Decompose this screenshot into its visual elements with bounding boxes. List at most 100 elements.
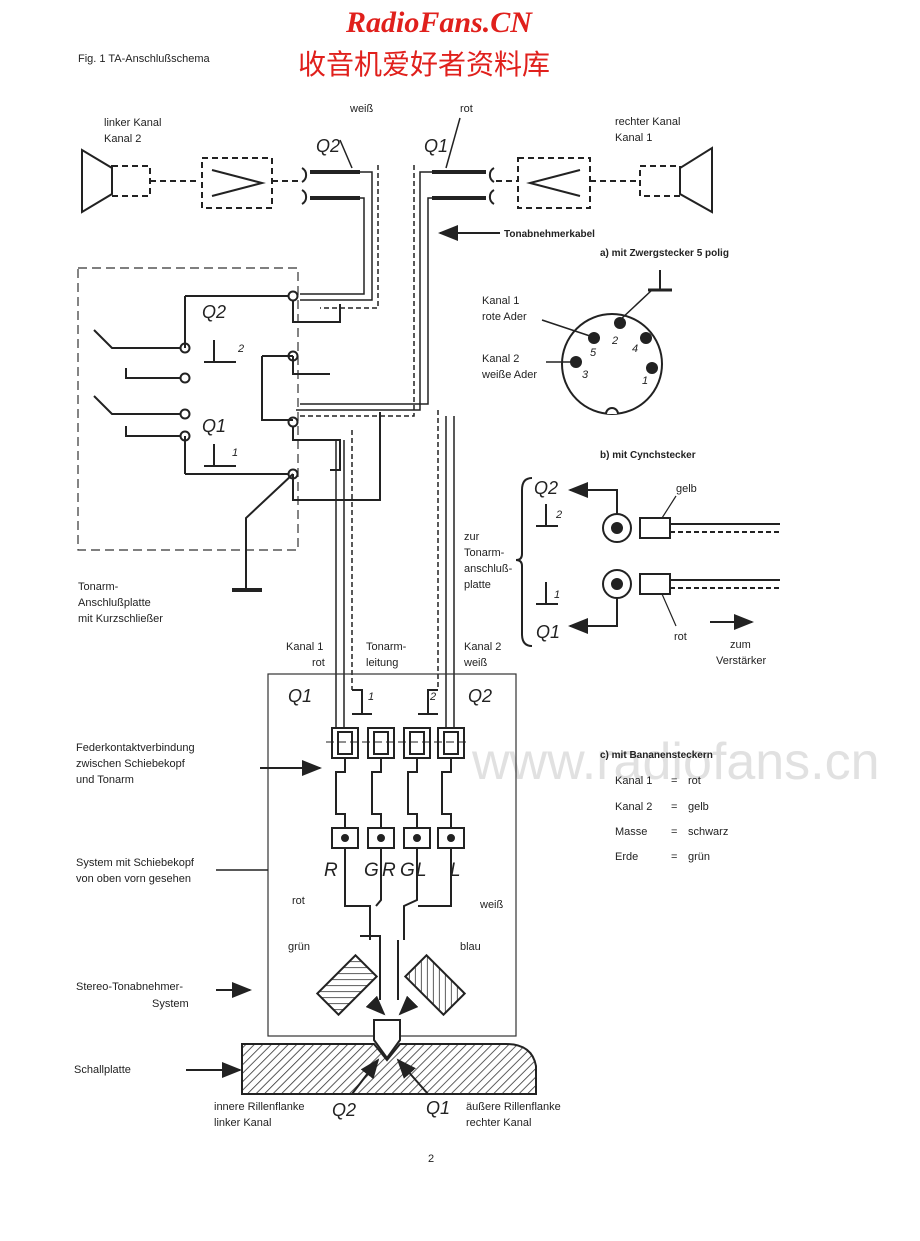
banana-row-color: rot [688, 775, 701, 787]
label-weiss-top: weiß [349, 103, 374, 115]
plug-b-g2: 2 [555, 509, 562, 521]
label-kanal2-lower: Kanal 2 [464, 641, 501, 653]
banana-row-color: schwarz [688, 826, 728, 838]
plug-a-title: a) mit Zwergstecker 5 polig [600, 248, 729, 259]
tonearm-cable [296, 117, 461, 417]
plug-b-q2: Q2 [534, 478, 558, 498]
site-title: RadioFans.CN [345, 6, 533, 39]
aeussere-line-2: rechter Kanal [466, 1117, 531, 1129]
innere-line-2: linker Kanal [214, 1117, 271, 1129]
plug-b-zum: zum [730, 639, 751, 651]
plug-b-verstaerker: Verstärker [716, 655, 766, 667]
pin-label-l: L [416, 860, 427, 881]
plug-b-g1: 1 [554, 589, 560, 601]
watermark: www.radiofans.cn [471, 733, 880, 791]
wire-label-rot: rot [292, 895, 305, 907]
aeussere-line-1: äußere Rillenflanke [466, 1101, 561, 1113]
plug-a-weisse-ader: weiße Ader [481, 369, 537, 381]
input-jack-q1 [432, 167, 495, 205]
system-line-1: System mit Schiebekopf [76, 857, 195, 869]
caption-anschlussplatte: Anschlußplatte [78, 597, 151, 609]
plug-b-platte: platte [464, 579, 491, 591]
figure-title: Fig. 1 TA-Anschlußschema [78, 53, 211, 65]
caption-tonarm: Tonarm- [78, 581, 119, 593]
label-leitung-lower: leitung [366, 657, 398, 669]
label-q1-top: Q1 [424, 136, 448, 156]
tonearm-leads [335, 410, 455, 728]
banana-row-name: Kanal 2 [615, 801, 652, 813]
pin-label-g: G [364, 860, 379, 881]
cinch-plugs [515, 477, 780, 647]
din-pin-2: 2 [611, 335, 618, 347]
label-q2-bottom: Q2 [332, 1100, 356, 1120]
label-kanal-2-top: Kanal 2 [104, 133, 141, 145]
plug-b-title: b) mit Cynchstecker [600, 450, 696, 461]
banana-row-eq: = [671, 826, 677, 838]
label-g2-lower: 2 [429, 691, 436, 703]
wire-label-blau: blau [460, 941, 481, 953]
wire-label-weiss: weiß [479, 899, 504, 911]
feder-line-2: zwischen Schiebekopf [76, 758, 186, 770]
feder-line-1: Federkontaktverbindung [76, 742, 195, 754]
pin-label-r: R [324, 860, 338, 881]
slide-contacts [326, 689, 470, 1000]
banana-row-eq: = [671, 801, 677, 813]
stereo-line-1: Stereo-Tonabnehmer- [76, 981, 183, 993]
label-ground-1-plate: 1 [232, 447, 238, 459]
label-rot-lower: rot [312, 657, 325, 669]
din-pin-5: 5 [590, 347, 597, 359]
banana-row-name: Masse [615, 826, 647, 838]
plug-b-rot: rot [674, 631, 687, 643]
innere-line-1: innere Rillenflanke [214, 1101, 305, 1113]
din-pin-4: 4 [632, 343, 638, 355]
din-plug [541, 270, 672, 415]
shorting-switches [93, 290, 381, 592]
banana-row-eq: = [671, 851, 677, 863]
plug-a-kanal1: Kanal 1 [482, 295, 519, 307]
pin-label-r: R [382, 860, 396, 881]
label-q2-plate: Q2 [202, 302, 226, 322]
banana-row-color: grün [688, 851, 710, 863]
label-ground-2-plate: 2 [237, 343, 244, 355]
tonearm-plate-box [77, 267, 299, 551]
label-q1-bottom: Q1 [426, 1098, 450, 1118]
stereo-line-2: System [152, 998, 189, 1010]
right-speaker [496, 146, 713, 214]
label-tonarm-lower: Tonarm- [366, 641, 407, 653]
system-line-2: von oben vorn gesehen [76, 873, 191, 885]
record-surface [241, 1043, 537, 1095]
label-rot-top: rot [460, 103, 473, 115]
input-jack-q2 [301, 167, 360, 205]
caption-kurzschliesser: mit Kurzschließer [78, 613, 163, 625]
label-q1-lower: Q1 [288, 686, 312, 706]
banana-row-name: Kanal 1 [615, 775, 652, 787]
label-kanal-1-top: Kanal 1 [615, 132, 652, 144]
plug-a-kanal2: Kanal 2 [482, 353, 519, 365]
cartridge-coils [315, 953, 467, 1060]
page-number: 2 [428, 1153, 434, 1165]
plug-c-title: c) mit Bananensteckern [600, 750, 713, 761]
label-weiss-lower: weiß [463, 657, 488, 669]
plug-a-rote-ader: rote Ader [482, 311, 527, 323]
left-speaker [81, 148, 298, 214]
banana-table: Kanal 1 = rot Kanal 2 = gelb Masse = sch… [615, 775, 728, 863]
pin-label-l: L [450, 860, 461, 881]
plug-b-gelb: gelb [676, 483, 697, 495]
plug-b-q1: Q1 [536, 622, 560, 642]
pin-label-g: G [400, 860, 415, 881]
label-q2-lower: Q2 [468, 686, 492, 706]
din-pin-1: 1 [642, 375, 648, 387]
plug-b-anschluss: anschluß- [464, 563, 513, 575]
banana-row-name: Erde [615, 851, 638, 863]
site-subtitle: 收音机爱好者资料库 [298, 48, 550, 81]
label-kanal1-lower: Kanal 1 [286, 641, 323, 653]
wire-label-gruen: grün [288, 941, 310, 953]
din-pin-3: 3 [582, 369, 589, 381]
label-q2-top: Q2 [316, 136, 340, 156]
feder-line-3: und Tonarm [76, 774, 134, 786]
label-rechter-kanal: rechter Kanal [615, 116, 680, 128]
label-g1-lower: 1 [368, 691, 374, 703]
banana-row-eq: = [671, 775, 677, 787]
label-tonabnehmerkabel: Tonabnehmerkabel [504, 229, 595, 240]
